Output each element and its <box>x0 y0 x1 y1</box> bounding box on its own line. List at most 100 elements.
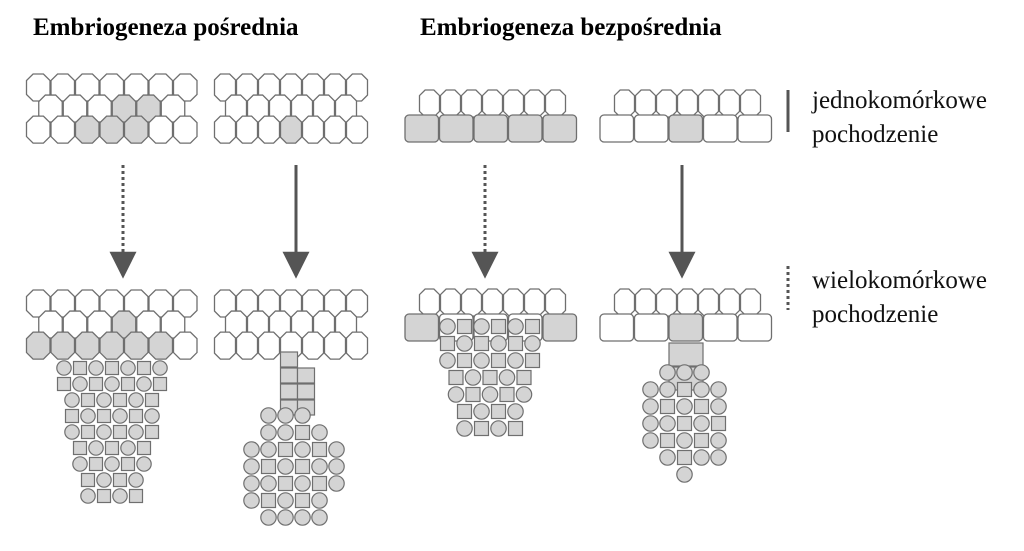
embryo-cell <box>152 376 168 392</box>
embryo-cell <box>260 424 277 441</box>
epidermis-cell <box>737 114 773 143</box>
embryo-cell <box>96 408 112 424</box>
embryo-cell <box>659 381 676 398</box>
epidermis-outer-cell <box>523 89 546 118</box>
epidermis-cell <box>633 313 669 342</box>
embryo-cell <box>693 364 710 381</box>
embryo-cell <box>104 440 120 456</box>
tissue-cell <box>123 115 149 144</box>
embryo-cell <box>294 475 311 492</box>
embryo-cell <box>311 492 328 509</box>
epidermis-cell <box>737 313 773 342</box>
embryo-cell <box>88 440 104 456</box>
legend-multicellular-origin: wielokomórkowe pochodzenie <box>812 264 987 332</box>
embryo-cell <box>473 335 490 352</box>
embryo-cell <box>243 458 260 475</box>
legend-unicellular-line1: jednokomórkowe <box>812 87 987 114</box>
embryo-cell <box>473 352 490 369</box>
embryo-cell <box>473 403 490 420</box>
embryo-cell <box>659 432 676 449</box>
epidermis-outer-cell <box>718 288 741 317</box>
tissue-cell <box>172 289 198 318</box>
embryo-cell <box>294 492 311 509</box>
suspensor-cell <box>279 351 299 368</box>
embryo-cell <box>439 318 456 335</box>
embryo-cell <box>465 386 481 403</box>
epidermis-outer-cell <box>439 288 462 317</box>
embryo-cell <box>642 398 659 415</box>
embryo-cell <box>507 352 524 369</box>
embryo-cell <box>482 369 498 386</box>
embryo-cell <box>243 492 260 509</box>
embryo-cell <box>710 415 727 432</box>
tissue-cell <box>323 331 347 360</box>
tissue-cell <box>345 289 369 318</box>
embryo-cell <box>72 360 88 376</box>
embryo-cell <box>507 403 524 420</box>
embryo-cell <box>88 456 104 472</box>
epidermis-outer-cell <box>613 288 636 317</box>
suspensor-indirect-unicellular <box>279 351 316 416</box>
embryo-cell <box>693 449 710 466</box>
embryo-cell <box>144 408 160 424</box>
suspensor-cell <box>668 342 704 367</box>
embryo-cell <box>104 376 120 392</box>
epidermis-cell <box>542 114 578 143</box>
embryo-cell <box>128 408 144 424</box>
epidermis-outer-cell <box>418 288 441 317</box>
embryo-cell <box>80 488 96 504</box>
legend-multicellular-line1: wielokomórkowe <box>812 267 987 294</box>
embryo-cell <box>112 408 128 424</box>
embryo-cell <box>659 364 676 381</box>
tissue-cell <box>345 331 369 360</box>
embryo-indirect-multicellular <box>56 360 168 504</box>
embryo-cell <box>260 475 277 492</box>
epidermis-outer-cell <box>544 89 567 118</box>
tissue-cell <box>172 73 198 102</box>
embryo-cell <box>490 335 507 352</box>
epidermis-outer-cell <box>634 89 657 118</box>
epidermis-outer-cell <box>613 89 636 118</box>
embryo-cell <box>516 369 532 386</box>
embryo-cell <box>710 449 727 466</box>
embryo-cell <box>112 472 128 488</box>
embryo-cell <box>676 449 693 466</box>
epidermis-outer-cell <box>460 288 483 317</box>
embryo-cell <box>277 509 294 526</box>
embryo-cell <box>473 420 490 437</box>
embryo-cell <box>88 360 104 376</box>
embryo-cell <box>120 456 136 472</box>
embryo-cell <box>676 381 693 398</box>
embryo-cell <box>464 369 482 386</box>
embryo-cell <box>72 456 88 472</box>
epidermis-outer-cell <box>460 89 483 118</box>
epidermis-outer-cell <box>502 89 525 118</box>
heading-indirect-embryogenesis: Embriogeneza pośrednia <box>33 14 299 41</box>
embryo-cell <box>72 440 88 456</box>
tissue-cell <box>301 331 325 360</box>
tissue-cell <box>123 331 149 360</box>
embryo-cell <box>128 392 144 408</box>
nucellus-tissue-unicellular-after <box>213 289 369 360</box>
epidermis-outer-cell <box>439 89 462 118</box>
epidermis-outer-cell <box>676 288 699 317</box>
tissue-cell <box>25 115 51 144</box>
tissue-cell <box>148 331 174 360</box>
embryo-indirect-unicellular <box>243 407 345 526</box>
embryo-cell <box>524 318 541 335</box>
epidermis-cell <box>473 114 509 143</box>
tissue-cell <box>50 331 76 360</box>
embryo-cell <box>507 335 524 352</box>
tissue-cell <box>50 115 76 144</box>
embryo-cell <box>88 376 104 392</box>
embryo-cell <box>104 456 120 472</box>
nucellus-tissue-unicellular-before <box>213 73 369 144</box>
embryo-cell <box>72 376 88 392</box>
embryo-cell <box>294 441 311 458</box>
epidermis-cell <box>404 114 440 143</box>
epidermis-outer-cell <box>634 288 657 317</box>
epidermis-outer-cell <box>739 89 762 118</box>
embryo-cell <box>311 509 328 526</box>
epidermis-cell <box>438 114 474 143</box>
embryo-cell <box>311 424 328 441</box>
